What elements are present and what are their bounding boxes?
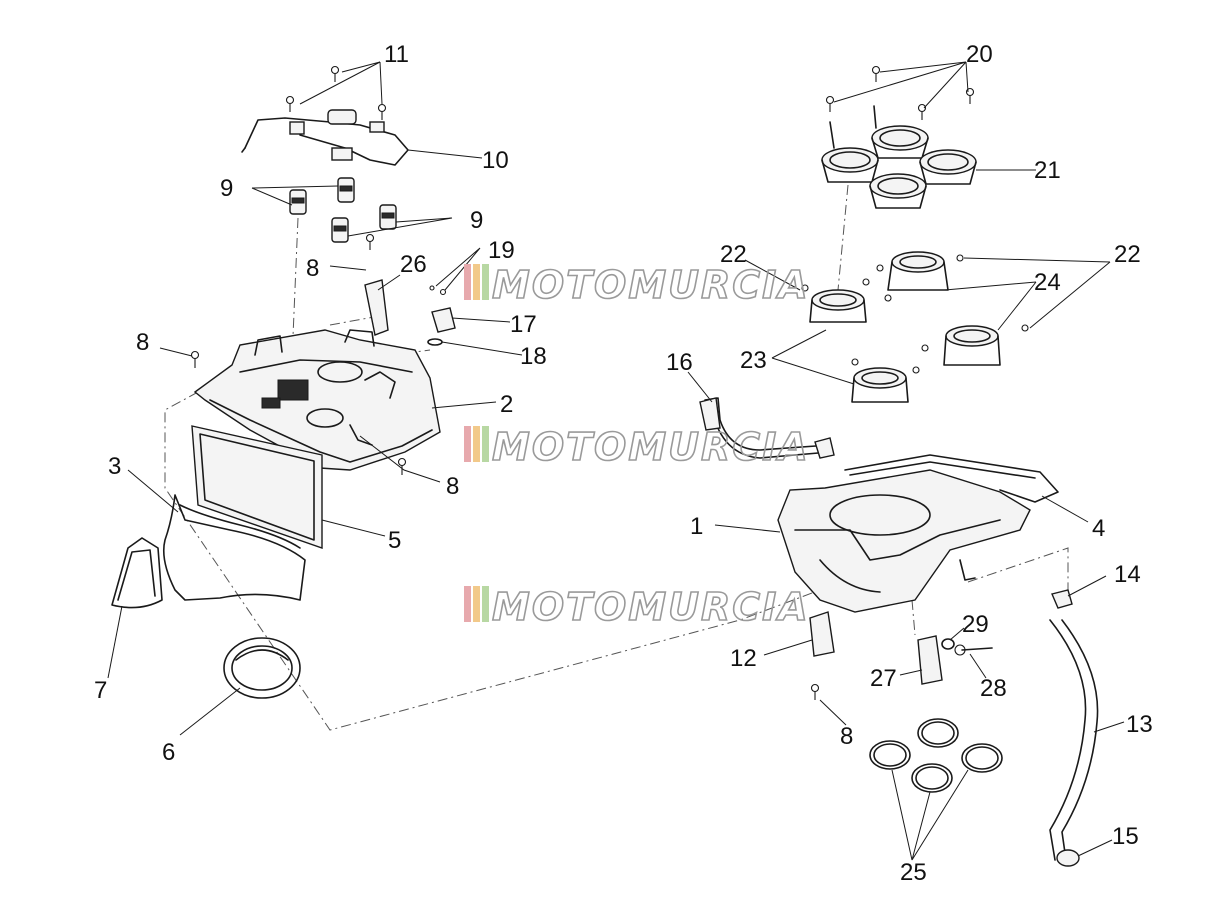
small-fasteners-right [801,254,1029,374]
callout-11: 11 [384,41,409,68]
callout-29: 29 [962,611,989,638]
callout-1: 1 [690,513,703,540]
fuel-injectors [289,177,397,243]
air-filter [191,425,323,549]
callout-18: 18 [520,343,547,370]
intake-duct-left [162,494,306,601]
watermark-text: MOTOMURCIA [492,425,810,469]
callout-22: 22 [1114,241,1141,268]
callout-25: 25 [900,859,927,886]
callout-4: 4 [1092,515,1105,542]
callout-12: 12 [730,645,757,672]
callout-14: 14 [1114,561,1141,588]
callout-22: 22 [720,241,747,268]
callout-15: 15 [1112,823,1139,850]
callout-27: 27 [870,665,897,692]
callout-28: 28 [980,675,1007,702]
fuel-rail [241,109,409,166]
lower-airbox [777,469,1031,613]
watermark-text: MOTOMURCIA [492,263,810,307]
o-rings [869,718,1003,793]
callout-8: 8 [136,329,149,356]
rubber-seal-ring [223,637,301,699]
callout-13: 13 [1126,711,1153,738]
callout-10: 10 [482,147,509,174]
callout-20: 20 [966,41,993,68]
callout-6: 6 [162,739,175,766]
callout-2: 2 [500,391,513,418]
callout-8: 8 [306,255,319,282]
callout-9: 9 [470,207,483,234]
callout-7: 7 [94,677,107,704]
callout-21: 21 [1034,157,1061,184]
drain-hose [1049,589,1099,867]
intake-boots [809,251,1001,403]
callout-19: 19 [488,237,515,264]
airbox-cover [193,329,441,471]
callout-3: 3 [108,453,121,480]
callout-5: 5 [388,527,401,554]
callout-8: 8 [446,473,459,500]
throttle-body-manifold [821,105,977,209]
callout-17: 17 [510,311,537,338]
watermark-text: MOTOMURCIA [492,585,810,629]
callout-9: 9 [220,175,233,202]
callout-24: 24 [1034,269,1061,296]
watermark-bottom: MOTOMURCIA [464,584,810,630]
callout-labels: 1 2 3 4 5 6 7 8 8 8 8 9 9 10 11 12 13 14… [94,41,1153,886]
leader-lines [107,61,1125,861]
breather-tube [699,397,835,459]
screws [190,65,975,700]
bracket-sensor [364,279,456,346]
brackets-lower [809,611,993,685]
intake-trumpet [111,537,163,609]
callout-26: 26 [400,251,427,278]
watermark-middle: MOTOMURCIA [464,424,810,470]
callout-16: 16 [666,349,693,376]
airbox-gasket [844,454,1059,503]
callout-23: 23 [740,347,767,374]
watermark-top: MOTOMURCIA [464,262,810,308]
callout-8: 8 [840,723,853,750]
